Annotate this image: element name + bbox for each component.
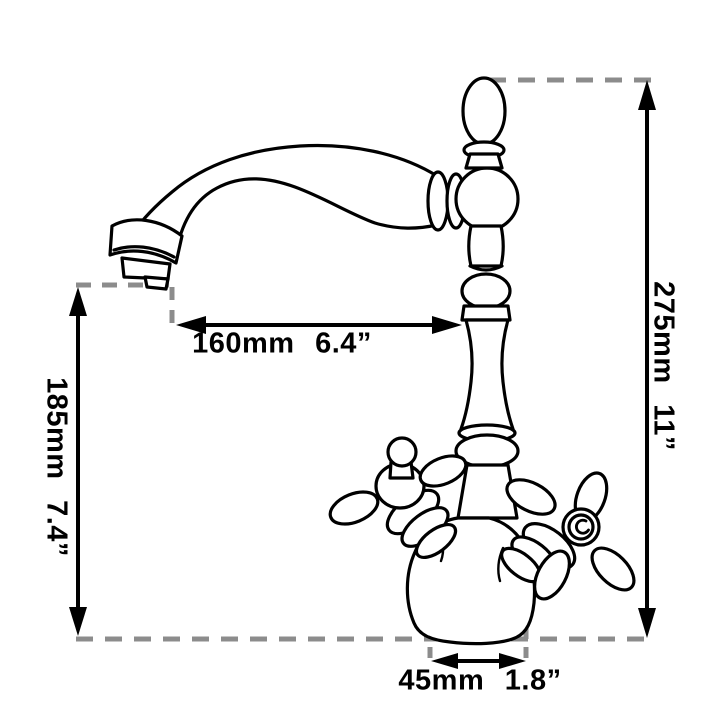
dimension-label-base-width: 45mm 1.8” [398,664,562,697]
handle-left [328,436,468,559]
arrowhead-down-icon [638,608,656,638]
column-ring-bulge [460,272,512,310]
arrowhead-down-icon [69,607,87,636]
faucet-spout [131,143,439,250]
arrowhead-left-icon [431,653,458,669]
handle-right-spoke-downleft [533,549,571,601]
dimension-label-spout-reach: 160mm 6.4” [192,327,372,360]
dimension-total-height [638,80,656,638]
arrowhead-left-icon [176,316,206,334]
handle-left-spoke-right [418,454,468,488]
spout-nozzle-collar-line [112,245,176,259]
faucet-neck-ring [468,264,504,272]
column-collar [460,304,512,322]
handle-left-bonnet-band-3 [414,523,458,559]
dimension-base-width [431,653,526,669]
handle-right-hub-screw [575,518,590,535]
handle-left-spoke-top-knob [386,436,418,468]
finial-collar-stem [464,152,504,170]
arrowhead-right-icon [432,316,462,334]
dimension-spout-height [69,287,87,636]
faucet-finial [461,76,507,146]
arrowhead-up-icon [69,287,87,316]
dimension-lines [69,80,656,669]
arrowhead-up-icon [638,80,656,110]
arrowhead-right-icon [499,653,526,669]
faucet-ball-joint [454,166,520,232]
faucet-column [459,318,515,431]
dimension-label-total-height: 275mm 11” [647,281,680,451]
spout-nut-ring-outer [426,170,450,232]
handle-right-hub-inner [567,513,595,541]
handle-left-spoke-left [328,490,380,526]
faucet-illustration [108,76,636,646]
base-taper [456,463,519,520]
handle-right-spoke-downright [590,546,636,592]
dimension-spout-reach [176,316,462,334]
handle-right [500,471,636,601]
handle-right-spoke-upleft [505,478,557,516]
faucet-neck [467,224,505,268]
spout-nozzle-lip [143,275,170,291]
dimension-label-spout-height: 185mm 7.4” [40,377,73,557]
